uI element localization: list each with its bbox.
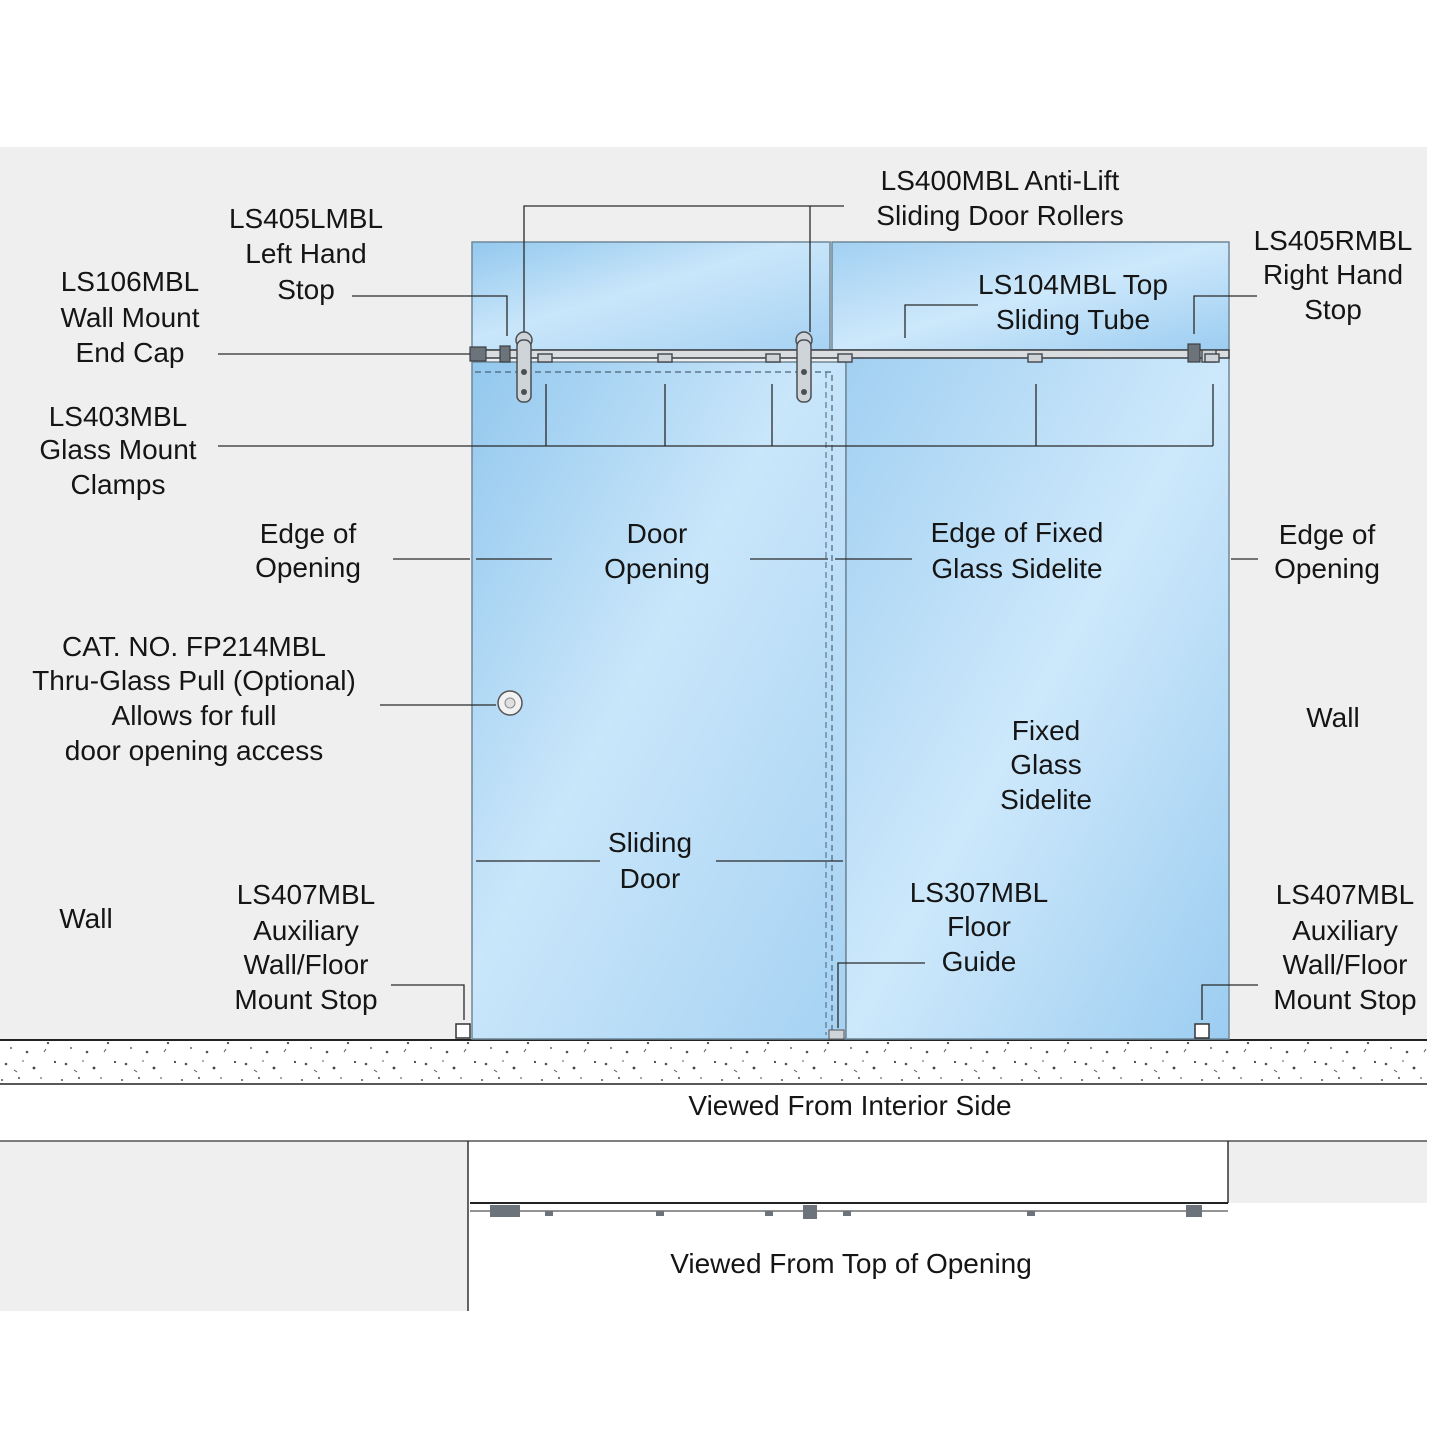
svg-text:LS403MBL: LS403MBL <box>49 401 188 432</box>
svg-text:LS405RMBL: LS405RMBL <box>1254 225 1413 256</box>
svg-text:Wall/Floor: Wall/Floor <box>244 949 369 980</box>
caption-interior-view: Viewed From Interior Side <box>688 1090 1011 1121</box>
right-hand-stop <box>1187 343 1201 363</box>
thru-glass-pull <box>497 690 523 716</box>
anti-lift-roller-left <box>515 331 533 403</box>
svg-text:Right Hand: Right Hand <box>1263 259 1403 290</box>
svg-text:Allows for full: Allows for full <box>112 700 277 731</box>
auxiliary-stop-left <box>455 1023 471 1039</box>
svg-text:Sliding Door Rollers: Sliding Door Rollers <box>876 200 1123 231</box>
svg-text:Clamps: Clamps <box>71 469 166 500</box>
wall-mount-end-cap <box>469 346 487 362</box>
svg-text:Mount Stop: Mount Stop <box>1273 984 1416 1015</box>
svg-text:Opening: Opening <box>255 552 361 583</box>
svg-text:Opening: Opening <box>1274 553 1380 584</box>
label-ls407-right: LS407MBL Auxiliary Wall/Floor Mount Stop <box>1273 879 1416 1015</box>
floor-section <box>0 1042 1427 1084</box>
svg-text:Glass: Glass <box>1010 749 1082 780</box>
svg-text:Edge of: Edge of <box>1279 519 1376 550</box>
svg-text:LS407MBL: LS407MBL <box>237 879 376 910</box>
label-wall-left: Wall <box>59 903 112 934</box>
svg-text:LS307MBL: LS307MBL <box>910 877 1049 908</box>
svg-text:Fixed: Fixed <box>1012 715 1080 746</box>
svg-text:LS405LMBL: LS405LMBL <box>229 203 383 234</box>
svg-text:Stop: Stop <box>277 274 335 305</box>
floor-guide <box>828 1029 845 1040</box>
svg-text:Thru-Glass Pull (Optional): Thru-Glass Pull (Optional) <box>32 665 356 696</box>
svg-text:LS104MBL Top: LS104MBL Top <box>978 269 1168 300</box>
svg-text:Door: Door <box>627 518 688 549</box>
svg-text:Edge of Fixed: Edge of Fixed <box>931 517 1104 548</box>
glass-mount-clamps <box>537 353 1220 363</box>
svg-text:Glass Sidelite: Glass Sidelite <box>931 553 1102 584</box>
label-edge-of-opening-right: Edge of Opening <box>1274 519 1380 584</box>
fixed-sidelite-glass <box>845 355 1230 1040</box>
label-ls407-left: LS407MBL Auxiliary Wall/Floor Mount Stop <box>234 879 377 1015</box>
svg-text:Glass Mount: Glass Mount <box>39 434 196 465</box>
svg-text:Door: Door <box>620 863 681 894</box>
svg-text:CAT. NO. FP214MBL: CAT. NO. FP214MBL <box>62 631 326 662</box>
label-ls405-right-stop: LS405RMBL Right Hand Stop <box>1254 225 1413 325</box>
label-fp214-pull: CAT. NO. FP214MBL Thru-Glass Pull (Optio… <box>32 631 356 766</box>
left-hand-stop <box>499 345 511 363</box>
svg-text:Wall Mount: Wall Mount <box>60 302 199 333</box>
label-sliding-door: Sliding Door <box>608 827 692 894</box>
label-ls405-left-stop: LS405LMBL Left Hand Stop <box>229 203 383 305</box>
label-edge-of-opening-left: Edge of Opening <box>255 518 361 583</box>
svg-text:Left Hand: Left Hand <box>245 238 366 269</box>
svg-text:LS106MBL: LS106MBL <box>61 266 200 297</box>
svg-text:Sidelite: Sidelite <box>1000 784 1092 815</box>
label-ls106-end-cap: LS106MBL Wall Mount End Cap <box>60 266 199 368</box>
svg-text:Wall/Floor: Wall/Floor <box>1283 949 1408 980</box>
label-fixed-glass-sidelite: Fixed Glass Sidelite <box>1000 715 1092 815</box>
svg-text:Stop: Stop <box>1304 294 1362 325</box>
svg-text:Sliding: Sliding <box>608 827 692 858</box>
svg-text:Floor: Floor <box>947 911 1011 942</box>
label-wall-right: Wall <box>1306 702 1359 733</box>
label-door-opening: Door Opening <box>604 518 710 584</box>
svg-text:LS407MBL: LS407MBL <box>1276 879 1415 910</box>
label-edge-fixed-sidelite: Edge of Fixed Glass Sidelite <box>931 517 1104 584</box>
top-view <box>0 1140 1427 1311</box>
label-ls400-rollers: LS400MBL Anti-Lift Sliding Door Rollers <box>876 165 1123 231</box>
caption-top-view: Viewed From Top of Opening <box>670 1248 1032 1279</box>
svg-text:Mount Stop: Mount Stop <box>234 984 377 1015</box>
svg-text:Auxiliary: Auxiliary <box>253 915 359 946</box>
svg-text:Auxiliary: Auxiliary <box>1292 915 1398 946</box>
leader-lines <box>218 205 1258 1028</box>
label-ls307-floor-guide: LS307MBL Floor Guide <box>910 877 1049 977</box>
svg-text:LS400MBL Anti-Lift: LS400MBL Anti-Lift <box>881 165 1120 196</box>
auxiliary-stop-right <box>1194 1023 1210 1039</box>
label-ls403-clamps: LS403MBL Glass Mount Clamps <box>39 401 196 500</box>
sliding-door-glass <box>471 361 847 1040</box>
svg-text:End Cap: End Cap <box>76 337 185 368</box>
svg-text:Sliding Tube: Sliding Tube <box>996 304 1150 335</box>
label-ls104-top-tube: LS104MBL Top Sliding Tube <box>978 269 1168 335</box>
svg-text:Guide: Guide <box>942 946 1017 977</box>
transom-glass-left <box>471 241 831 351</box>
svg-text:Opening: Opening <box>604 553 710 584</box>
anti-lift-roller-right <box>795 331 813 403</box>
svg-text:Edge of: Edge of <box>260 518 357 549</box>
svg-text:door opening access: door opening access <box>65 735 323 766</box>
